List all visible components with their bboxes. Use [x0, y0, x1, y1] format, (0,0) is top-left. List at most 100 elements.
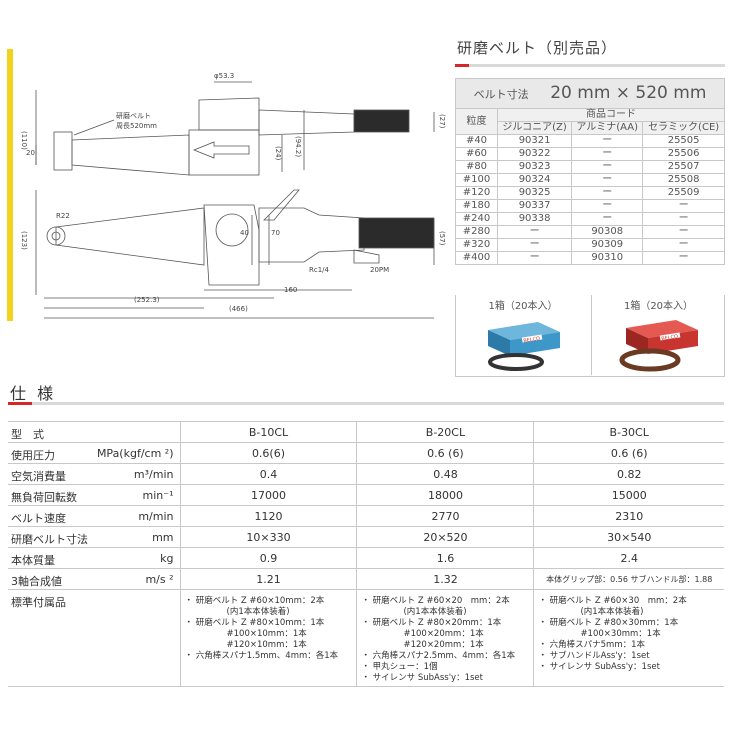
spec-value: 2.4: [533, 547, 724, 569]
spec-value: 15000: [533, 484, 724, 506]
dim-d466: (466): [229, 305, 248, 313]
belt-header-row: 粒度 商品コード: [455, 108, 725, 135]
belt-cell-z: 90323: [496, 160, 573, 174]
side-view-handle: [258, 207, 365, 263]
spec-value: 10×330: [179, 526, 357, 548]
belt-cell-z: ー: [496, 251, 573, 265]
spec-unit: m³/min: [133, 468, 174, 481]
belt-cell-z: 90324: [496, 173, 573, 187]
dim-d70: 70: [271, 229, 280, 237]
accent-bar: [7, 49, 13, 321]
belt-cell-z: 90337: [496, 199, 573, 213]
belt-cell-ce: ー: [642, 238, 725, 252]
spec-label: 3軸合成値: [11, 575, 62, 588]
spec-value: 本体グリップ部：0.56 サブハンドル部：1.88: [533, 568, 724, 590]
belt-cell-grit: #400: [455, 251, 498, 265]
box-ceramic: 1箱（20本入） BELCO: [591, 295, 725, 375]
dim-h123: (123): [20, 231, 28, 250]
model-b20cl: B-20CL: [356, 421, 534, 443]
dim-d20: 20: [26, 149, 35, 157]
dim-pm: 20PM: [370, 266, 389, 274]
spec-value: 18000: [356, 484, 534, 506]
dim-phi: φ53.3: [214, 72, 234, 80]
belt-cell-z: 90325: [496, 186, 573, 200]
belt-cell-aa: ー: [571, 199, 644, 213]
spec-label: 空気消費量: [11, 470, 66, 483]
top-view-handle: [258, 109, 355, 136]
belt-title-rule: [455, 64, 725, 67]
accessory-item: ・ 研磨ベルト Z #80×30mm：1本: [538, 618, 679, 628]
top-view-cap: [198, 97, 260, 131]
accessory-item: ・ サイレンサ SubAss'y：1set: [361, 673, 483, 683]
belt-cell-aa: 90309: [571, 238, 644, 252]
dim-h27: (27): [438, 114, 446, 129]
belt-cell-ce: ー: [642, 225, 725, 239]
code-header: 商品コード: [497, 108, 725, 122]
top-view-arm: [71, 134, 190, 176]
spec-value: 2310: [533, 505, 724, 527]
belt-cell-ce: 25506: [642, 147, 725, 161]
side-view-body: [203, 204, 260, 286]
spec-unit: min⁻¹: [142, 489, 174, 502]
accessory-item: #100×10mm：1本: [226, 629, 307, 639]
spec-label: ベルト速度: [11, 512, 66, 525]
accessory-item: ・ 研磨ベルト Z #80×10mm：1本: [184, 618, 325, 628]
belt-cell-aa: 90310: [571, 251, 644, 265]
belt-cell-grit: #40: [455, 134, 498, 148]
accessory-item: ・ 研磨ベルト Z #60×20 mm：2本: [361, 596, 510, 606]
spec-title-rule: [8, 402, 724, 405]
spec-value: 0.48: [356, 463, 534, 485]
belt-cell-aa: 90308: [571, 225, 644, 239]
belt-cell-grit: #100: [455, 173, 498, 187]
spec-value: 0.82: [533, 463, 724, 485]
accessory-item: #120×10mm：1本: [226, 640, 307, 650]
belt-cell-z: 90338: [496, 212, 573, 226]
accessory-item: ・ 甲丸シュー：1個: [361, 662, 438, 672]
side-view-fitting: [353, 249, 380, 264]
dim-d160: 160: [284, 286, 297, 294]
spec-unit: m/min: [138, 510, 174, 523]
grit-header: 粒度: [455, 108, 498, 135]
box-images-area: 1箱（20本入） BELCO 1箱（20本入） BELCO: [455, 295, 725, 377]
column-zirconia: ジルコニア(Z): [496, 121, 573, 135]
belt-cell-ce: 25508: [642, 173, 725, 187]
belt-cell-aa: ー: [571, 134, 644, 148]
belt-cell-ce: 25509: [642, 186, 725, 200]
spec-unit: kg: [160, 552, 174, 565]
belt-cell-ce: 25507: [642, 160, 725, 174]
accessory-item: ・ サイレンサ SubAss'y：1set: [538, 662, 660, 672]
belt-note-2: 周長520mm: [116, 122, 157, 130]
side-view-grip: [358, 217, 435, 249]
belt-table: ベルト寸法 20 mm × 520 mm 粒度 商品コード ジルコニア(Z) ア…: [455, 78, 725, 265]
box-brand-blue: BELCO: [523, 336, 541, 345]
accessories-b30cl: ・ 研磨ベルト Z #60×30 mm：2本(内1本本体装着)・ 研磨ベルト Z…: [538, 596, 720, 673]
belt-cell-z: ー: [496, 238, 573, 252]
belt-cell-ce: ー: [642, 251, 725, 265]
spec-value: 0.6 (6): [356, 442, 534, 464]
accessory-item: #100×30mm：1本: [580, 629, 661, 639]
spec-unit: MPa(kgf/cm ²): [96, 447, 174, 460]
belt-cell-grit: #180: [455, 199, 498, 213]
accessories-b10cl: ・ 研磨ベルト Z #60×10mm：2本(内1本本体装着)・ 研磨ベルト Z …: [185, 596, 353, 662]
belt-cell-z: 90322: [496, 147, 573, 161]
accessory-item: ・ 研磨ベルト Z #80×20mm：1本: [361, 618, 502, 628]
belt-note-1: 研磨ベルト: [116, 111, 151, 120]
belt-size-label: ベルト寸法: [473, 87, 529, 101]
spec-value: 0.6 (6): [533, 442, 724, 464]
spec-value: 30×540: [533, 526, 724, 548]
box-brand-red: BELCO: [660, 334, 678, 343]
accessory-item: #100×20mm：1本: [403, 629, 484, 639]
accessories-label: 標準付属品: [11, 596, 66, 609]
spec-value: 1.6: [356, 547, 534, 569]
belt-cell-grit: #280: [455, 225, 498, 239]
